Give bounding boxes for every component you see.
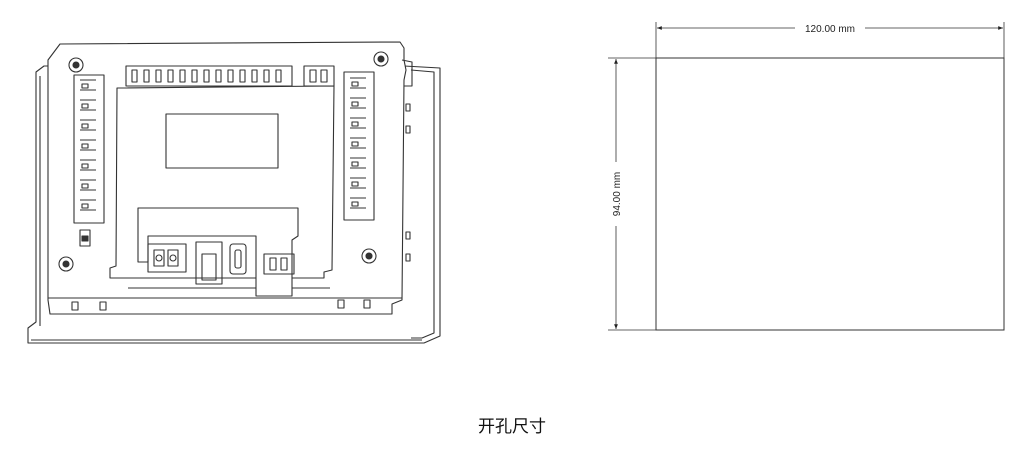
connector-panel <box>137 207 299 297</box>
front-bezel <box>27 65 441 344</box>
right-terminal-strip <box>343 71 375 221</box>
power-terminal <box>147 243 187 273</box>
width-dimension <box>655 22 1005 58</box>
figure-caption: 开孔尺寸 <box>478 417 546 437</box>
top-terminal-strip <box>125 65 293 87</box>
dip-switch-icon <box>79 229 91 247</box>
usb-port-icon <box>195 241 223 285</box>
small-side-terminal <box>263 253 295 275</box>
cutout-dimension-drawing: 120.00 mm 94.00 mm <box>608 22 1005 331</box>
screw-icon <box>58 256 74 272</box>
height-dimension-label: 94.00 mm <box>612 172 623 216</box>
label-window <box>165 113 279 169</box>
mounting-clip-slots <box>71 299 371 311</box>
screw-icon <box>361 248 377 264</box>
width-dimension-label: 120.00 mm <box>805 24 855 35</box>
height-dimension <box>608 57 656 331</box>
side-notches <box>405 103 411 262</box>
device-rear-view <box>27 41 441 344</box>
screw-icon <box>68 57 84 73</box>
cutout-rectangle <box>655 57 1005 331</box>
screw-icon <box>373 51 389 67</box>
screw-holes <box>58 51 389 272</box>
left-terminal-strip <box>73 74 105 224</box>
usb-c-port-icon <box>229 243 247 275</box>
